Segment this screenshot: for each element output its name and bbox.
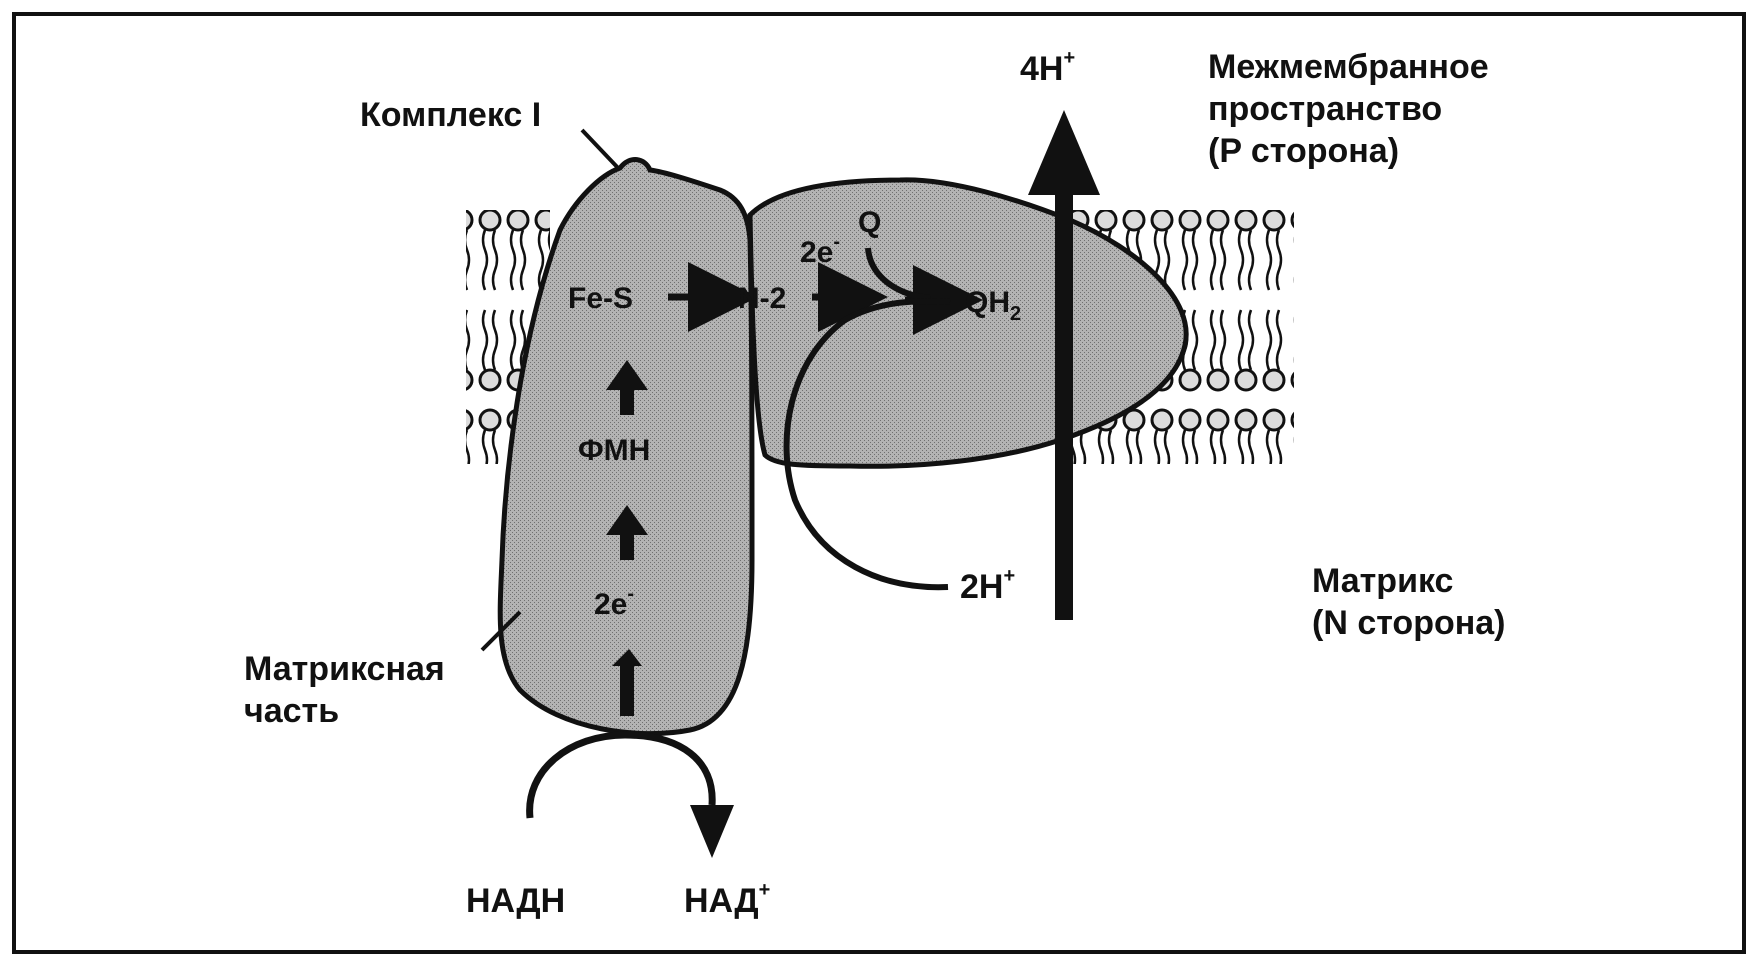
complex-label: Комплекс I	[360, 96, 541, 134]
h2-label: 2H+	[960, 565, 1015, 606]
e-top-superscript: -	[833, 231, 840, 253]
h4-label: 4H+	[1020, 47, 1075, 88]
intermembrane-label-1: Межмембранное	[1208, 48, 1489, 86]
nadh-label: НАДН	[466, 882, 565, 920]
nad-arrowhead	[690, 805, 734, 858]
intermembrane-label-2: пространство	[1208, 90, 1442, 128]
e-bottom-superscript: -	[627, 583, 634, 605]
q-label: Q	[858, 206, 881, 239]
fmn-label: ФМН	[578, 434, 650, 467]
proton-pump-arrowhead	[1028, 110, 1100, 195]
matrix-part-label-2: часть	[244, 692, 339, 730]
n2-label: N-2	[738, 282, 786, 315]
matrix-part-label-1: Матриксная	[244, 650, 445, 688]
complex-pointer-line	[582, 130, 620, 170]
nad-superscript: +	[759, 879, 771, 901]
nadh-oxidation-curve	[530, 735, 713, 818]
qh2-subscript: 2	[1010, 303, 1021, 325]
matrix-label-1: Матрикс	[1312, 562, 1453, 600]
intermembrane-label-3: (P сторона)	[1208, 132, 1399, 170]
page-frame	[14, 14, 1744, 952]
nad-label: НАД+	[684, 879, 770, 920]
h4-superscript: +	[1063, 47, 1075, 69]
h2-superscript: +	[1003, 565, 1015, 587]
matrix-label-2: (N сторона)	[1312, 604, 1506, 642]
fes-label: Fe-S	[568, 282, 633, 315]
